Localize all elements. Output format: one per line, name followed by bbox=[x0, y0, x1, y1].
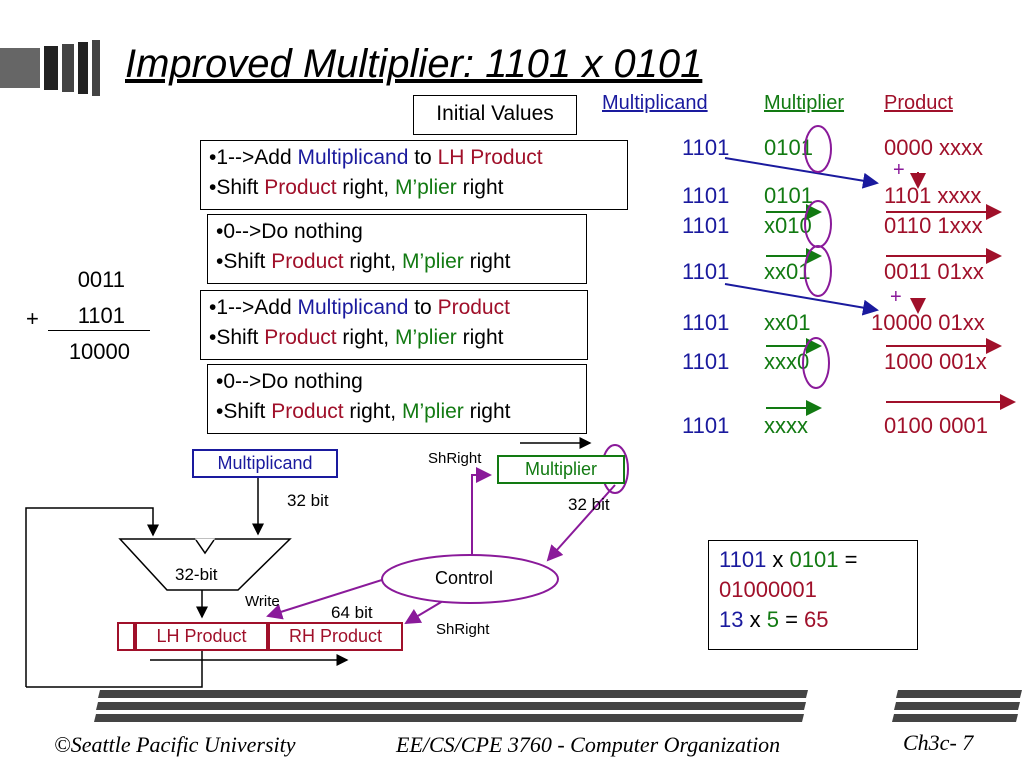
step-2-line-2: •Shift Product right, M’plier right bbox=[216, 250, 511, 273]
result-line-decimal: 13 x 5 = 65 bbox=[719, 607, 829, 632]
addition-sum: 10000 bbox=[68, 339, 130, 364]
add-arrow-1 bbox=[724, 157, 879, 189]
footer-left: ©Seattle Pacific University bbox=[54, 732, 296, 757]
control-to-multiplier bbox=[471, 467, 492, 560]
row-1-product: 0000 xxxx bbox=[884, 135, 984, 160]
step-2-line-1: •0-->Do nothing bbox=[216, 220, 363, 243]
add-indicator-2: + bbox=[890, 286, 902, 308]
row-6-multiplicand: 1101 bbox=[682, 349, 730, 374]
row-3-multiplicand: 1101 bbox=[682, 213, 730, 238]
step-1-line-1: •1-->Add Multiplicand to LH Product bbox=[209, 146, 543, 169]
footer-center: EE/CS/CPE 3760 - Computer Organization bbox=[396, 732, 781, 757]
add-indicator-1: + bbox=[893, 159, 905, 181]
step-3-box: •1-->Add Multiplicand to Product •Shift … bbox=[200, 290, 588, 360]
row-2-multiplier: 0101 bbox=[764, 183, 813, 208]
multiplier-register: Multiplier bbox=[497, 455, 625, 484]
rh-product-register: RH Product bbox=[268, 622, 403, 651]
row-6-multiplier: xxx0 bbox=[764, 349, 810, 374]
control-shright-line bbox=[404, 597, 449, 625]
row-1-multiplicand: 1101 bbox=[682, 135, 730, 160]
header-product: Product bbox=[884, 92, 953, 114]
result-product-binary: 01000001 bbox=[719, 577, 817, 602]
row-3-product: 0110 1xxx bbox=[884, 213, 983, 238]
row-2-multiplicand: 1101 bbox=[682, 183, 730, 208]
row-4-multiplicand: 1101 bbox=[682, 259, 730, 284]
title-stripes-decoration bbox=[0, 40, 100, 96]
step-1-line-2: •Shift Product right, M’plier right bbox=[209, 176, 504, 199]
step-3-line-2: •Shift Product right, M’plier right bbox=[209, 326, 504, 349]
row-3-multiplier: x010 bbox=[764, 213, 812, 238]
result-line-binary: 1101 x 0101 = bbox=[719, 547, 858, 572]
addition-line-2: 1101 bbox=[77, 303, 125, 328]
row-4-multiplier: xx01 bbox=[764, 259, 811, 284]
row-4-product: 0011 01xx bbox=[884, 259, 984, 284]
add-arrow-2 bbox=[724, 283, 879, 316]
addition-line-1: 0011 bbox=[77, 267, 125, 292]
addition-rule bbox=[48, 330, 150, 331]
step-3-line-1: •1-->Add Multiplicand to Product bbox=[209, 296, 510, 319]
row-5-product: 10000 01xx bbox=[871, 310, 985, 335]
initial-values-label: Initial Values bbox=[436, 102, 554, 125]
step-4-box: •0-->Do nothing •Shift Product right, M’… bbox=[207, 364, 587, 434]
product-width: 64 bit bbox=[331, 603, 373, 622]
header-multiplicand: Multiplicand bbox=[602, 92, 708, 114]
write-label: Write bbox=[245, 593, 280, 610]
step-4-line-1: •0-->Do nothing bbox=[216, 370, 363, 393]
multiplicand-register: Multiplicand bbox=[192, 449, 338, 478]
row-7-multiplicand: 1101 bbox=[682, 413, 730, 438]
row-1-multiplier: 0101 bbox=[764, 135, 813, 160]
multiplicand-width: 32 bit bbox=[287, 491, 329, 510]
product-carry-bit bbox=[117, 622, 135, 651]
step-4-line-2: •Shift Product right, M’plier right bbox=[216, 400, 511, 423]
feedback-path bbox=[25, 507, 159, 687]
initial-values-box: Initial Values bbox=[413, 95, 577, 135]
row-5-multiplier: xx01 bbox=[764, 310, 811, 335]
row-5-multiplicand: 1101 bbox=[682, 310, 730, 335]
result-box: 1101 x 0101 = 01000001 13 x 5 = 65 bbox=[708, 540, 918, 650]
header-multiplier: Multiplier bbox=[764, 92, 845, 114]
footer-page-number: Ch3c- 7 bbox=[903, 730, 974, 755]
row-2-product: 1101 xxxx bbox=[884, 183, 982, 208]
row-7-multiplier: xxxx bbox=[764, 413, 808, 438]
row-6-product: 1000 001x bbox=[884, 349, 987, 374]
control-label: Control bbox=[435, 568, 494, 588]
page-title: Improved Multiplier: 1101 x 0101 bbox=[125, 42, 703, 86]
product-shright-label: ShRight bbox=[436, 621, 490, 638]
multiplier-shright-label: ShRight bbox=[428, 450, 482, 467]
step-1-box: •1-->Add Multiplicand to LH Product •Shi… bbox=[200, 140, 628, 210]
footer-stripes-decoration bbox=[94, 690, 1022, 722]
row-7-product: 0100 0001 bbox=[884, 413, 988, 438]
alu-label: 32-bit bbox=[175, 565, 218, 584]
multiplier-width: 32 bit bbox=[568, 495, 610, 514]
addition-plus-sign: + bbox=[26, 306, 39, 331]
step-2-box: •0-->Do nothing •Shift Product right, M’… bbox=[207, 214, 587, 284]
lh-product-register: LH Product bbox=[135, 622, 268, 651]
